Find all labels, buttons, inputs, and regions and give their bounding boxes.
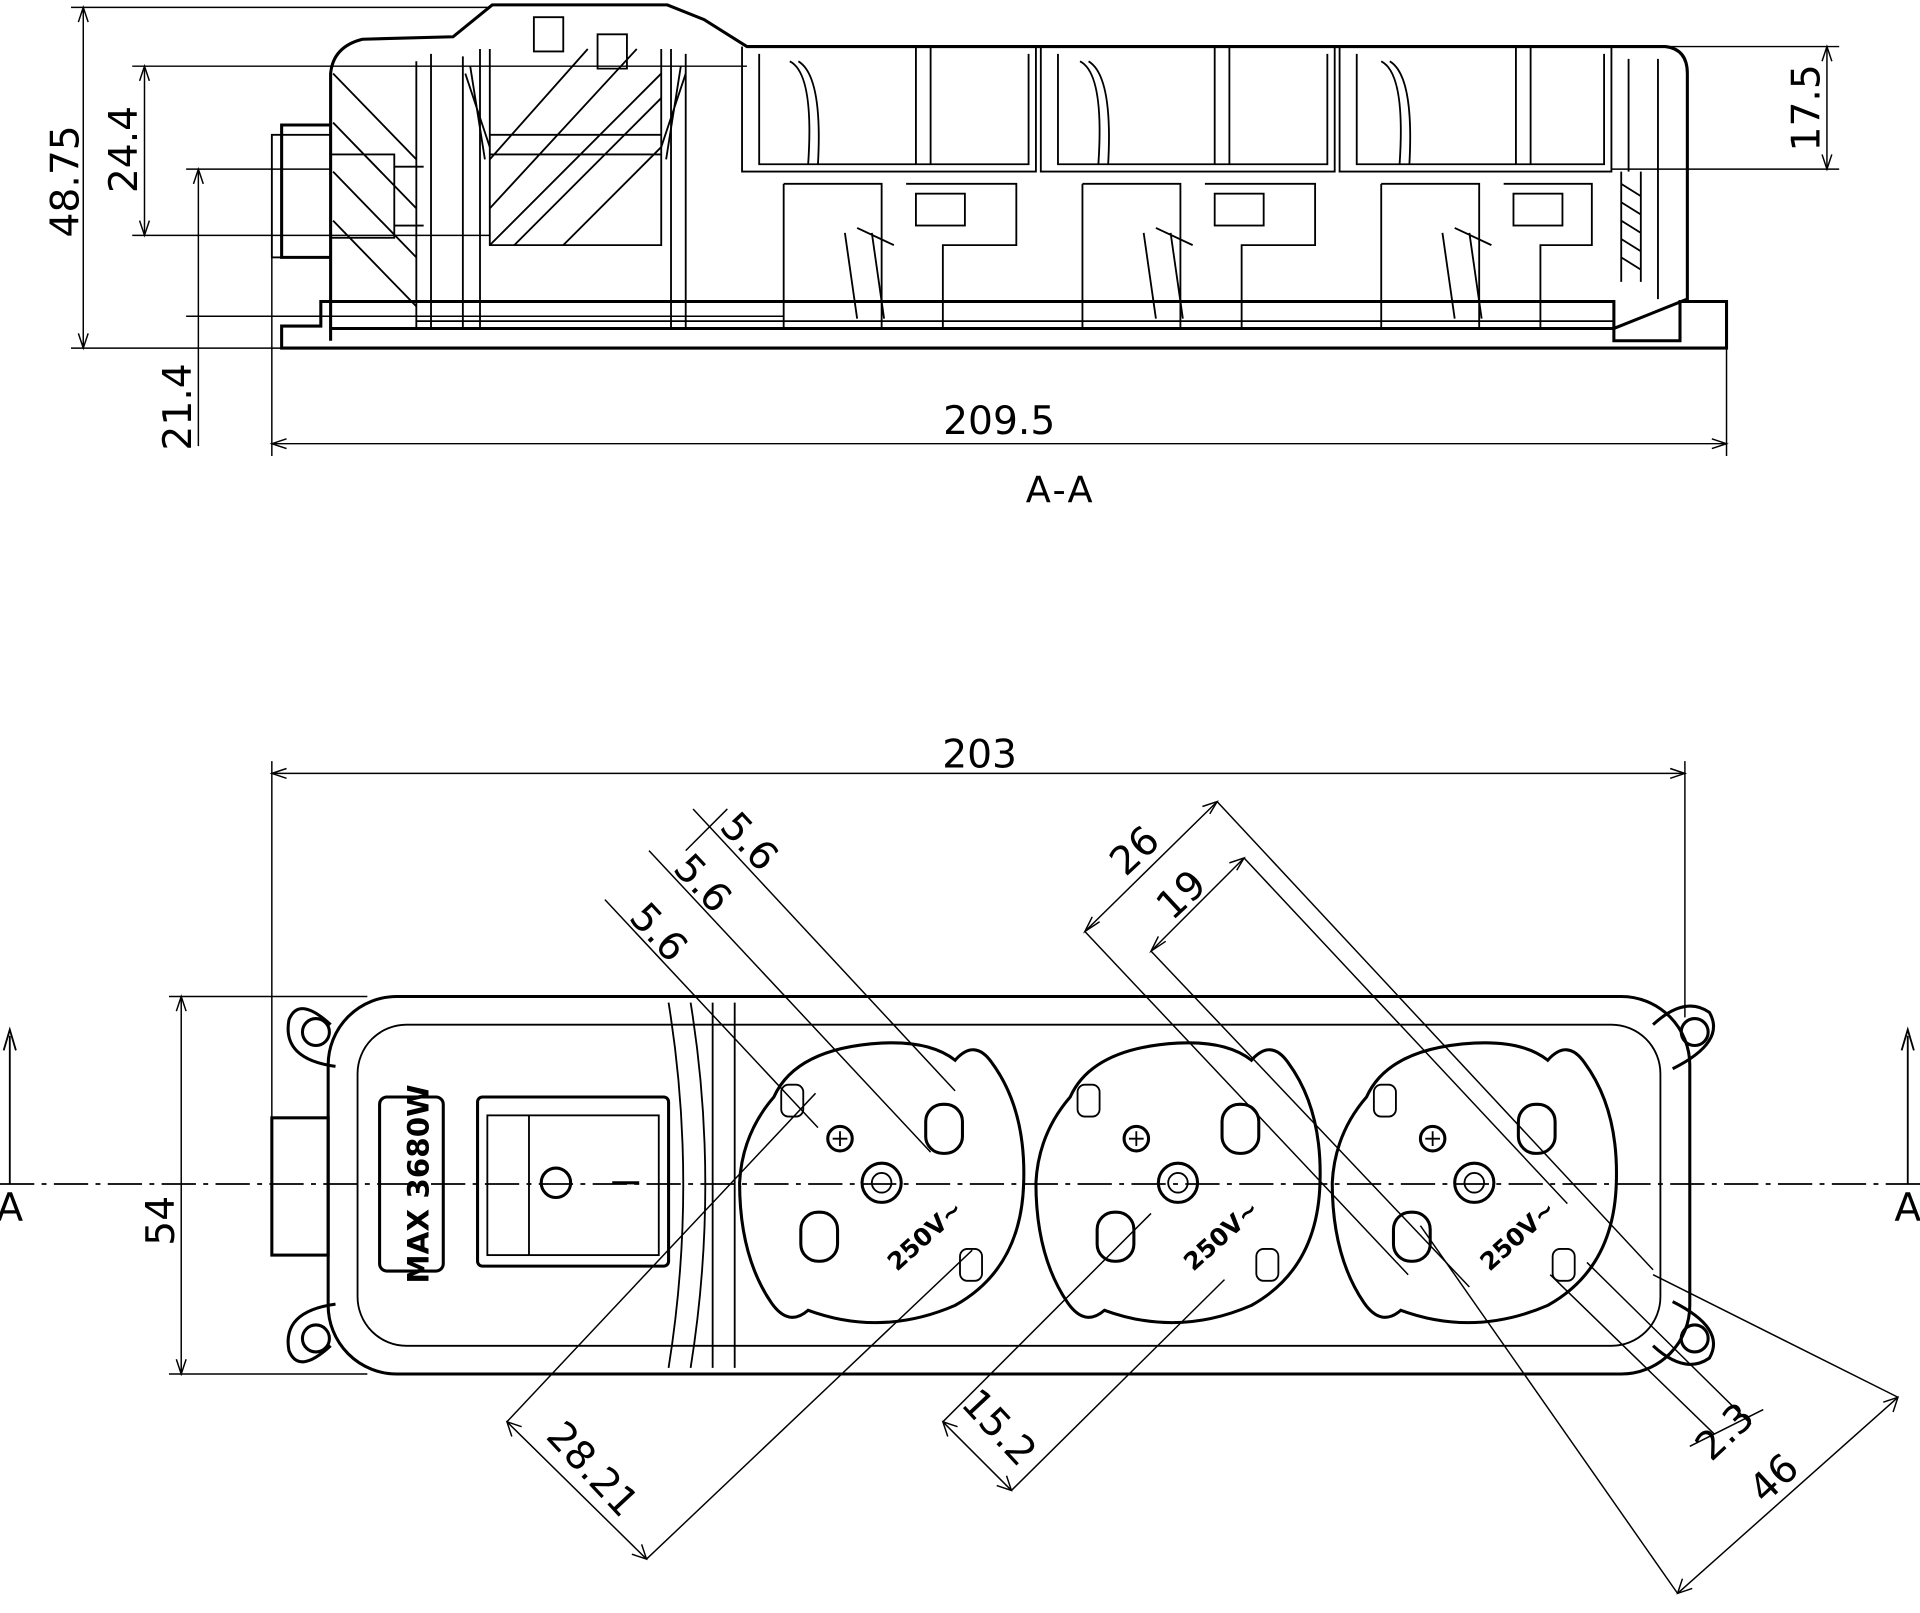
pin-hole-bottom: [1095, 1210, 1136, 1263]
power-indicator-icon: [539, 1166, 573, 1200]
rocker-switch[interactable]: [476, 1095, 671, 1268]
plan-view: [270, 994, 1715, 1376]
dim-socket-depth: 17.5: [1785, 64, 1830, 151]
pin-hole-top: [1220, 1102, 1261, 1155]
socket-1[interactable]: 250V~: [738, 1041, 1026, 1325]
ground-pin-icon: [1156, 1161, 1200, 1204]
dim-length-section: 209.5: [943, 399, 1055, 444]
plan-dimensions: [168, 761, 1900, 1595]
housing-outline: [326, 994, 1692, 1376]
pin-hole-top: [924, 1102, 964, 1155]
pin-hole-bottom: [799, 1210, 840, 1263]
screw-icon: [1122, 1124, 1151, 1153]
section-socket-2: [1039, 46, 1336, 329]
section-caption: A-A: [1026, 469, 1095, 512]
pin-hole-bottom: [1391, 1210, 1432, 1263]
section-marker-left: A: [0, 1186, 23, 1231]
section-marker-right: A: [1894, 1186, 1920, 1231]
dim-socket-span: 46: [1741, 1445, 1808, 1512]
dim-height-base: 21.4: [156, 363, 201, 450]
screw-icon: [1418, 1124, 1447, 1153]
dim-pin-to-pin: 15.2: [952, 1381, 1044, 1476]
dim-pin-offset-3: 5.6: [620, 895, 695, 971]
socket-1-rating: 250V~: [882, 1194, 969, 1276]
socket-3[interactable]: 250V~: [1330, 1041, 1619, 1325]
ground-pin-icon: [1453, 1161, 1496, 1204]
section-view: [270, 3, 1729, 350]
mounting-ear-top-left: [286, 1007, 336, 1068]
socket-2-rating: 250V~: [1178, 1194, 1265, 1276]
dim-height-inner: 24.4: [102, 106, 147, 193]
cable-entry: [270, 1116, 330, 1257]
section-socket-3: [1338, 46, 1613, 329]
dim-pin-spacing: 19: [1148, 862, 1215, 929]
mounting-ear-bottom-left: [286, 1302, 336, 1364]
dim-earth-offset: 2.3: [1687, 1395, 1763, 1470]
dim-height-total: 48.75: [43, 125, 88, 237]
dim-length-plan: 203: [942, 732, 1017, 777]
dim-width: 54: [139, 1196, 184, 1246]
dim-pin-offset-2: 5.6: [665, 846, 740, 922]
dim-pin-offset-1: 5.6: [711, 804, 786, 880]
dim-socket-outer: 26: [1102, 818, 1169, 885]
section-line: [0, 1026, 1920, 1185]
section-dimensions: [71, 5, 1840, 456]
section-socket-1: [741, 46, 1037, 329]
socket-3-rating: 250V~: [1474, 1194, 1561, 1276]
ground-pin-icon: [860, 1161, 903, 1204]
dim-edge-offset: 28.21: [537, 1413, 646, 1526]
pin-hole-top: [1516, 1102, 1557, 1155]
screw-icon: [826, 1124, 854, 1153]
